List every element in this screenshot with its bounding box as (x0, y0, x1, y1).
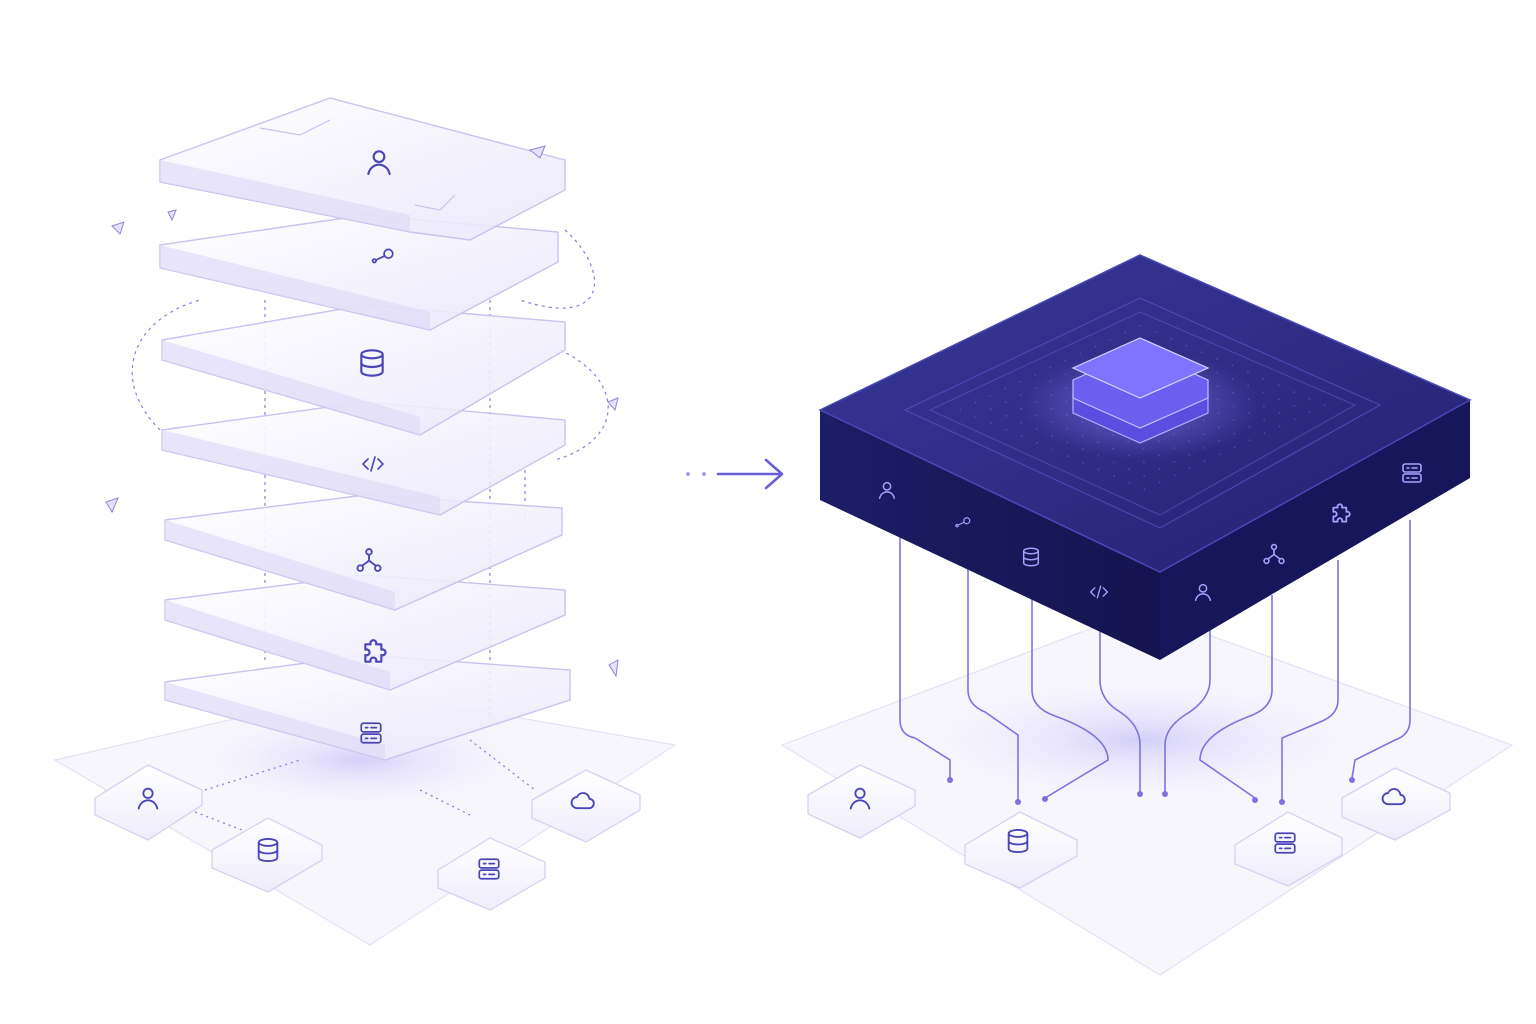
grid-dot (1127, 468, 1130, 471)
grid-dot (1004, 387, 1007, 390)
stacked-chip-icon (1071, 337, 1210, 444)
glass-layer-4 (161, 401, 566, 516)
grid-dot (1233, 446, 1236, 449)
grid-dot (989, 394, 992, 397)
grid-dot (1097, 468, 1100, 471)
glass-layer-1 (159, 97, 566, 241)
grid-dot (1203, 460, 1206, 463)
left-node-cloud (531, 769, 641, 843)
grid-dot (1277, 398, 1280, 401)
grid-dot (1094, 345, 1097, 348)
left-node-server (437, 837, 546, 911)
grid-dot (1051, 448, 1054, 451)
glass-layer-2 (159, 214, 559, 331)
grid-dot (1188, 467, 1191, 470)
right-node-user (807, 764, 916, 839)
grid-dot (1158, 481, 1161, 484)
grid-dot (974, 401, 977, 404)
grid-dot (1049, 366, 1052, 369)
grid-dot (1066, 455, 1069, 458)
grid-dot (1142, 461, 1145, 464)
grid-dot (1216, 357, 1219, 360)
right-node-cloud (1341, 767, 1451, 841)
grid-dot (1263, 418, 1266, 421)
connector-endpoints (947, 777, 1355, 805)
grid-dot (1019, 380, 1022, 383)
arrow-right-icon (716, 458, 784, 490)
grid-dot (1034, 373, 1037, 376)
grid-dot (1143, 488, 1146, 491)
grid-dot (1020, 435, 1023, 438)
glass-shards (105, 145, 619, 678)
right-unified-platform (780, 254, 1514, 976)
grid-dot (1173, 474, 1176, 477)
grid-dot (1262, 405, 1265, 408)
grid-dot (1293, 418, 1296, 421)
right-node-server (1234, 811, 1343, 887)
grid-dot (1278, 411, 1281, 414)
grid-dot (1173, 460, 1176, 463)
grid-dot (1246, 371, 1249, 374)
grid-dot (1200, 351, 1203, 354)
grid-dot (1124, 331, 1127, 334)
grid-dot (1323, 404, 1326, 407)
grid-dot (1005, 428, 1008, 431)
grid-dot (1082, 461, 1085, 464)
grid-dot (1139, 324, 1142, 327)
grid-dot (1036, 441, 1039, 444)
right-node-database (964, 811, 1078, 889)
grid-dot (1170, 337, 1173, 340)
grid-dot (1185, 344, 1188, 347)
grid-dot (1112, 475, 1115, 478)
grid-dot (989, 408, 992, 411)
platform-side-right (1160, 400, 1470, 660)
grid-dot (1263, 432, 1266, 435)
grid-dot (1248, 439, 1251, 442)
grid-dot (1308, 397, 1311, 400)
grid-dot (1079, 352, 1082, 355)
grid-dot (1292, 391, 1295, 394)
grid-dot (1128, 481, 1131, 484)
platform-connectors (899, 520, 1411, 800)
grid-dot (1109, 338, 1112, 341)
grid-dot (1143, 474, 1146, 477)
grid-dot (974, 415, 977, 418)
grid-dot (1154, 331, 1157, 334)
grid-dot (1112, 461, 1115, 464)
grid-dot (1218, 453, 1221, 456)
grid-dot (1158, 467, 1161, 470)
grid-dot (1004, 401, 1007, 404)
grid-dot (959, 408, 962, 411)
grid-dot (1231, 364, 1234, 367)
grid-dot (1277, 384, 1280, 387)
platform-side-left (820, 410, 1160, 660)
left-ground-links (194, 739, 536, 841)
left-node-database (211, 817, 323, 893)
left-fragmented-stack (53, 97, 677, 946)
grid-dot (1293, 404, 1296, 407)
left-node-user (94, 764, 203, 841)
grid-dot (1308, 411, 1311, 414)
grid-dot (990, 421, 993, 424)
grid-dot (1019, 394, 1022, 397)
grid-dot (1020, 421, 1023, 424)
grid-dot (1278, 425, 1281, 428)
transition-arrow (686, 458, 784, 490)
grid-dot (1005, 414, 1008, 417)
grid-dot (1064, 359, 1067, 362)
grid-dot (1262, 391, 1265, 394)
grid-dot (1262, 377, 1265, 380)
